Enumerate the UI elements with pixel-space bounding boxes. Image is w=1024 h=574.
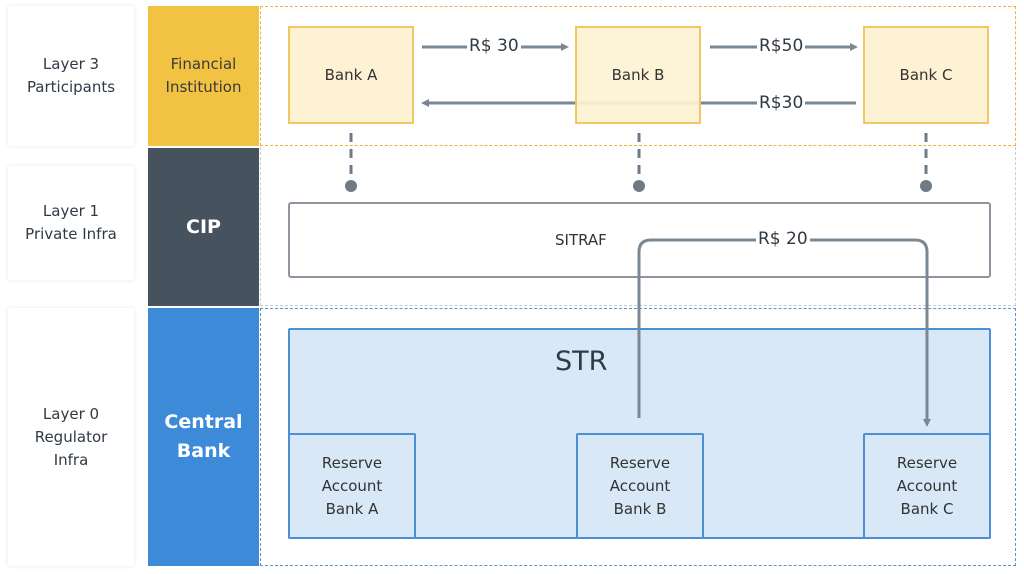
reserve-account-bank-c: Reserve Account Bank C [863,433,991,539]
layer-3-text: Layer 3 Participants [26,55,116,96]
bank-a-label: Bank A [324,66,378,84]
central-bank-label: Central Bank [164,411,243,462]
sitraf-label: SITRAF [555,231,607,249]
reserve-account-bank-a-label: Reserve Account Bank A [321,453,383,518]
layer-0-label: Layer 0 Regulator Infra [8,308,134,566]
connector-dot-b [633,180,645,192]
reserve-account-bank-c-label: Reserve Account Bank C [896,453,958,518]
bank-c-label: Bank C [899,66,953,84]
bank-b-label: Bank B [611,66,665,84]
layer-0-text: Layer 0 Regulator Infra [34,404,108,469]
flow-c-to-a-label: R$30 [757,93,806,113]
arrow-sitraf-transfer [637,238,931,427]
layer-1-label: Layer 1 Private Infra [8,166,134,280]
financial-institution-band: Financial Institution [148,6,259,146]
layer-3-zone [260,6,1016,146]
connector-dot-c [920,180,932,192]
reserve-account-bank-b-label: Reserve Account Bank B [609,453,671,518]
central-bank-band: Central Bank [148,308,259,566]
reserve-account-bank-b: Reserve Account Bank B [576,433,704,539]
str-label: STR [555,346,608,377]
connector-dot-a [345,180,357,192]
reserve-account-bank-a: Reserve Account Bank A [288,433,416,539]
flow-a-to-b-label: R$ 30 [467,36,521,56]
financial-institution-label: Financial Institution [165,55,242,96]
bank-a-box: Bank A [288,26,414,124]
bank-b-box: Bank B [575,26,701,124]
layer-1-text: Layer 1 Private Infra [25,202,117,243]
cip-label: CIP [186,216,221,238]
cip-band: CIP [148,148,259,306]
layer-3-label: Layer 3 Participants [8,6,134,146]
flow-sitraf-transfer-label: R$ 20 [756,229,810,249]
bank-c-box: Bank C [863,26,989,124]
flow-b-to-c-label: R$50 [757,36,806,56]
